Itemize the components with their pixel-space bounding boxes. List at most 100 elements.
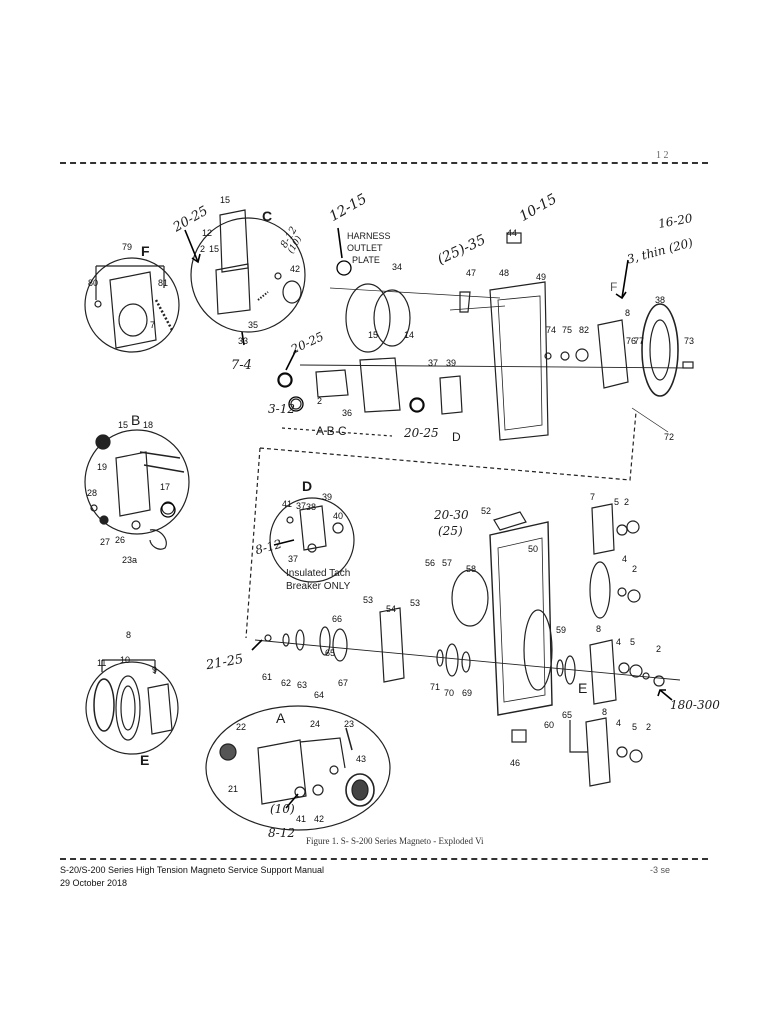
- svg-text:49: 49: [536, 272, 546, 282]
- harness-plate: [345, 283, 391, 353]
- svg-text:81: 81: [158, 278, 168, 288]
- svg-text:23: 23: [344, 719, 354, 729]
- svg-text:40: 40: [333, 511, 343, 521]
- svg-text:7: 7: [590, 492, 595, 502]
- svg-text:73: 73: [684, 336, 694, 346]
- svg-text:2: 2: [646, 722, 651, 732]
- svg-text:75: 75: [562, 325, 572, 335]
- handwritten-note: 7-4: [231, 358, 252, 373]
- svg-text:77: 77: [634, 336, 644, 346]
- svg-text:8: 8: [126, 630, 131, 640]
- svg-text:17: 17: [160, 482, 170, 492]
- abc-label: A B C: [316, 424, 347, 438]
- svg-text:64: 64: [314, 690, 324, 700]
- svg-text:10: 10: [120, 655, 130, 665]
- distributor-gear: [641, 303, 679, 397]
- coupling-8-lower: [585, 717, 611, 787]
- svg-text:41: 41: [296, 814, 306, 824]
- handwritten-note: 20-25: [404, 426, 439, 440]
- part-39-bracket: [439, 375, 463, 415]
- svg-text:15: 15: [209, 244, 219, 254]
- svg-text:4: 4: [616, 637, 621, 647]
- svg-text:65: 65: [325, 648, 335, 658]
- footer-page-ref: -3 se: [650, 865, 671, 875]
- svg-text:42: 42: [314, 814, 324, 824]
- inset-letter-c: C: [262, 208, 273, 224]
- upper-shaft-line: [299, 364, 691, 369]
- svg-text:39: 39: [322, 492, 332, 502]
- inset-d-note-line2: Breaker ONLY: [286, 581, 351, 592]
- handwritten-note: 180-300: [670, 698, 720, 712]
- svg-text:79: 79: [122, 242, 132, 252]
- svg-text:2: 2: [200, 244, 205, 254]
- coupling-top: [591, 503, 615, 555]
- svg-text:76: 76: [626, 336, 636, 346]
- svg-text:23a: 23a: [122, 555, 137, 565]
- svg-text:42: 42: [290, 264, 300, 274]
- svg-text:48: 48: [499, 268, 509, 278]
- inset-c-circle: [190, 217, 306, 333]
- svg-text:22: 22: [236, 722, 246, 732]
- svg-text:66: 66: [332, 614, 342, 624]
- handwritten-note: 20-30: [434, 508, 469, 522]
- svg-text:37: 37: [296, 501, 306, 511]
- svg-text:80: 80: [88, 278, 98, 288]
- inset-d-note-line1: Insulated Tach: [286, 568, 351, 579]
- svg-text:57: 57: [442, 558, 452, 568]
- svg-text:28: 28: [87, 488, 97, 498]
- svg-text:2: 2: [656, 644, 661, 654]
- svg-text:15: 15: [118, 420, 128, 430]
- svg-text:35: 35: [248, 320, 258, 330]
- svg-text:14: 14: [404, 330, 414, 340]
- footer-date: 29 October 2018: [60, 878, 128, 888]
- svg-text:5: 5: [614, 497, 619, 507]
- svg-text:44: 44: [507, 228, 517, 238]
- dashed-connector: [245, 411, 637, 639]
- lower-housing-face: [523, 609, 553, 691]
- svg-text:37: 37: [288, 554, 298, 564]
- svg-text:26: 26: [115, 535, 125, 545]
- svg-text:61: 61: [262, 672, 272, 682]
- svg-text:5: 5: [632, 722, 637, 732]
- svg-text:2: 2: [632, 564, 637, 574]
- inset-b-circle: [84, 429, 190, 535]
- lower-housing: [489, 521, 553, 716]
- part-52-plate: [493, 511, 527, 531]
- svg-text:41: 41: [282, 499, 292, 509]
- svg-text:5: 5: [630, 637, 635, 647]
- header-page-ref: 1 2: [656, 150, 669, 161]
- svg-text:82: 82: [579, 325, 589, 335]
- svg-text:60: 60: [544, 720, 554, 730]
- handwritten-note: 8-12: [268, 826, 295, 840]
- svg-text:69: 69: [462, 688, 472, 698]
- coil-part-58: [451, 569, 489, 627]
- part-f-body: [597, 319, 629, 389]
- svg-text:2: 2: [317, 396, 322, 406]
- svg-text:70: 70: [444, 688, 454, 698]
- inset-d-circle: [269, 497, 355, 583]
- footer-rule: [60, 858, 708, 860]
- svg-text:67: 67: [338, 678, 348, 688]
- crank-shaft: [254, 639, 681, 681]
- svg-text:2: 2: [624, 497, 629, 507]
- inset-letter-a: A: [276, 710, 286, 726]
- svg-text:11: 11: [97, 658, 106, 668]
- svg-text:7: 7: [150, 320, 155, 330]
- svg-text:62: 62: [281, 678, 291, 688]
- svg-text:38: 38: [306, 502, 316, 512]
- svg-text:36: 36: [342, 408, 352, 418]
- inset-letter-e: E: [140, 752, 150, 768]
- svg-text:8: 8: [625, 308, 630, 318]
- svg-text:8: 8: [596, 624, 601, 634]
- svg-text:38: 38: [655, 295, 665, 305]
- svg-text:8: 8: [602, 707, 607, 717]
- svg-text:63: 63: [297, 680, 307, 690]
- svg-text:74: 74: [546, 325, 556, 335]
- upper-housing: [489, 281, 549, 441]
- handwritten-note: 3-12: [268, 402, 295, 416]
- svg-text:53: 53: [410, 598, 420, 608]
- harness-outlet-label-2: OUTLET: [347, 243, 383, 253]
- part-44-nut: [506, 232, 522, 244]
- svg-text:34: 34: [392, 262, 402, 272]
